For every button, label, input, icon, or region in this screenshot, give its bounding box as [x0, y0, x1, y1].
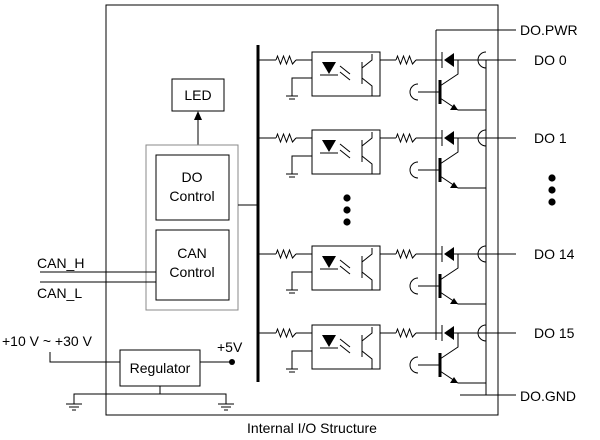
transistor-arrow: [450, 182, 458, 188]
optocoupler-box: [311, 51, 381, 97]
can-l-label: CAN_L: [37, 285, 82, 301]
regulator-label: Regulator: [130, 360, 191, 376]
opto-transistor-emitter: [361, 77, 373, 96]
led-arrow-head: [194, 111, 202, 120]
flyback-diode: [444, 131, 454, 145]
opto-transistor-emitter: [361, 350, 373, 369]
do-control-label-1: DO: [182, 169, 203, 185]
opto-led-triangle: [322, 335, 336, 347]
gnd-rail-hop: [477, 324, 487, 342]
optocoupler-box: [311, 324, 381, 370]
reg-ground-line-right: [160, 393, 227, 404]
do-channel-label: DO 14: [534, 246, 575, 262]
opto-light-ray-1: [339, 143, 351, 153]
output-channels: DO 0 DO 1 DO 14 DO 15: [258, 51, 575, 384]
opto-led-triangle: [322, 62, 336, 74]
reg-ground-line-left: [73, 386, 161, 404]
opto-transistor-collector: [361, 327, 373, 342]
opto-ground-wire: [291, 271, 312, 290]
can-control-box: [155, 229, 230, 301]
ground-symbol-left: [66, 403, 82, 411]
channel-circuit: DO 0: [258, 51, 567, 111]
input-resistor: [275, 132, 297, 144]
plus5v-node: [229, 359, 235, 365]
gnd-rail-hop: [477, 245, 487, 263]
do-channel-label: DO 1: [534, 130, 567, 146]
opto-led-triangle: [322, 140, 336, 152]
transistor-collector: [439, 138, 459, 165]
optocoupler-box: [311, 129, 381, 175]
transistor-arrow: [450, 298, 458, 304]
do-pwr-label: DO.PWR: [520, 22, 578, 38]
transistor-crossover: [409, 161, 419, 179]
led-label: LED: [184, 87, 211, 103]
right-ellipsis-dots: [548, 174, 556, 206]
transistor-collector: [439, 333, 459, 360]
opto-ground-wire: [291, 77, 312, 96]
supply-label: +10 V ~ +30 V: [2, 333, 93, 349]
opto-transistor-emitter: [361, 271, 373, 290]
led-box: [171, 78, 225, 112]
transistor-crossover: [409, 356, 419, 374]
flyback-diode: [444, 53, 454, 67]
transistor-crossover: [409, 277, 419, 295]
optocoupler-box: [311, 245, 381, 291]
opto-light-ray-2: [339, 265, 351, 275]
input-resistor: [275, 54, 297, 66]
plus5v-label: +5V: [217, 339, 243, 355]
caption: Internal I/O Structure: [247, 420, 377, 436]
opto-transistor-collector: [361, 248, 373, 263]
do-control-box: [155, 154, 230, 221]
opto-light-ray-2: [339, 344, 351, 354]
opto-light-ray-1: [339, 65, 351, 75]
transistor-collector: [439, 254, 459, 281]
can-control-label-2: Control: [169, 264, 214, 280]
transistor-arrow: [450, 377, 458, 383]
output-resistor: [395, 54, 417, 66]
middle-ellipsis-dots: [343, 194, 351, 226]
can-h-label: CAN_H: [37, 255, 84, 271]
channel-circuit: DO 1: [258, 129, 567, 189]
opto-led-triangle: [322, 256, 336, 268]
opto-light-ray-1: [339, 259, 351, 269]
input-resistor: [275, 248, 297, 260]
output-resistor: [395, 132, 417, 144]
channel-circuit: DO 14: [258, 245, 575, 305]
transistor-collector: [439, 60, 459, 87]
output-resistor: [395, 327, 417, 339]
opto-light-ray-2: [339, 71, 351, 81]
do-channel-label: DO 0: [534, 52, 567, 68]
channel-circuit: DO 15: [258, 324, 575, 384]
opto-transistor-emitter: [361, 155, 373, 174]
output-resistor: [395, 248, 417, 260]
transistor-arrow: [450, 104, 458, 110]
do-control-label-2: Control: [169, 188, 214, 204]
opto-ground-wire: [291, 155, 312, 174]
flyback-diode: [444, 326, 454, 340]
do-gnd-label: DO.GND: [520, 388, 576, 404]
transistor-crossover: [409, 83, 419, 101]
input-resistor: [275, 327, 297, 339]
gnd-rail-hop: [477, 51, 487, 69]
opto-light-ray-2: [339, 149, 351, 159]
flyback-diode: [444, 247, 454, 261]
do-channel-label: DO 15: [534, 325, 575, 341]
supply-line: [49, 352, 120, 363]
opto-light-ray-1: [339, 338, 351, 348]
ground-symbol-right: [218, 403, 234, 411]
opto-ground-wire: [291, 350, 312, 369]
opto-transistor-collector: [361, 54, 373, 69]
control-group: [145, 144, 239, 311]
gnd-rail-hop: [477, 129, 487, 147]
opto-transistor-collector: [361, 132, 373, 147]
can-control-label-1: CAN: [177, 245, 207, 261]
